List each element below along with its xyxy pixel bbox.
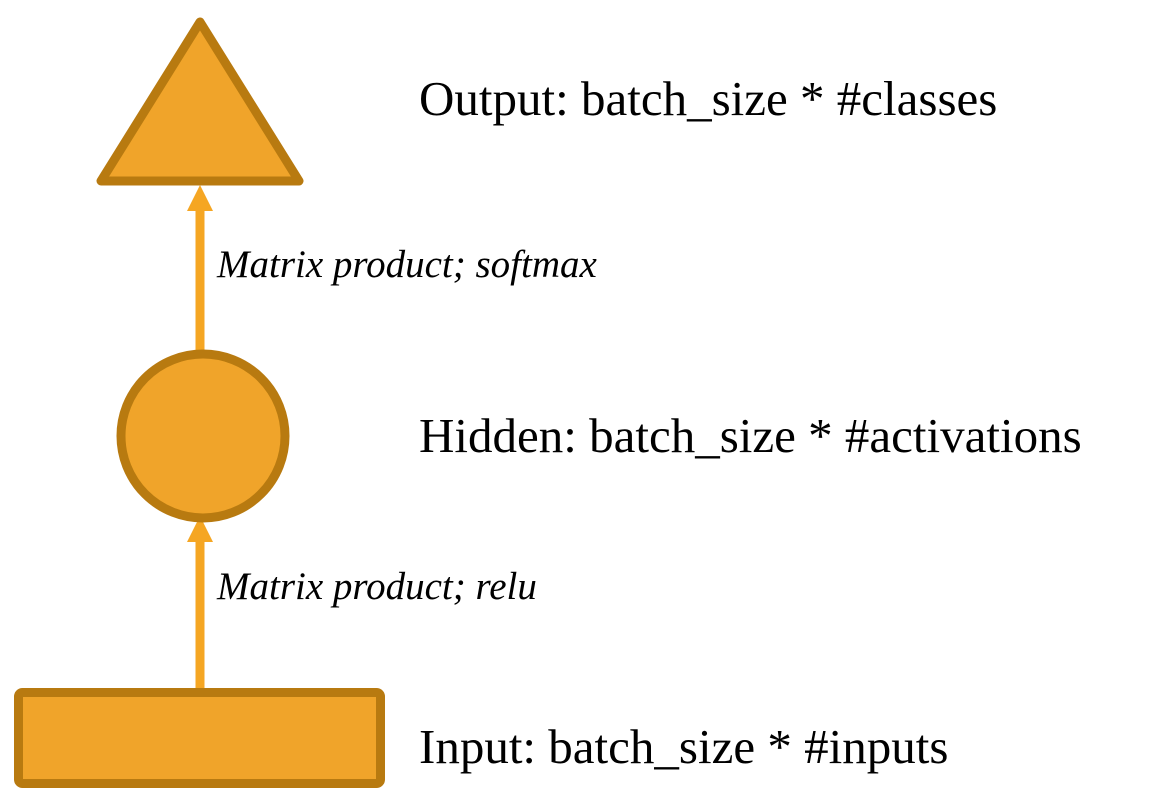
edge-hidden-to-output-label: Matrix product; softmax: [217, 243, 597, 286]
edge-input-to-hidden-arrow: [187, 516, 213, 690]
node-input-label: Input: batch_size * #inputs: [419, 719, 949, 774]
node-input-rectangle[interactable]: [14, 688, 385, 788]
node-output-label: Output: batch_size * #classes: [419, 71, 998, 126]
node-hidden-circle[interactable]: [116, 349, 290, 523]
node-output-triangle[interactable]: [96, 17, 304, 186]
edge-input-to-hidden-label: Matrix product; relu: [217, 565, 537, 608]
edge-hidden-to-output-arrow: [187, 185, 213, 351]
node-hidden-label: Hidden: batch_size * #activations: [419, 408, 1082, 463]
